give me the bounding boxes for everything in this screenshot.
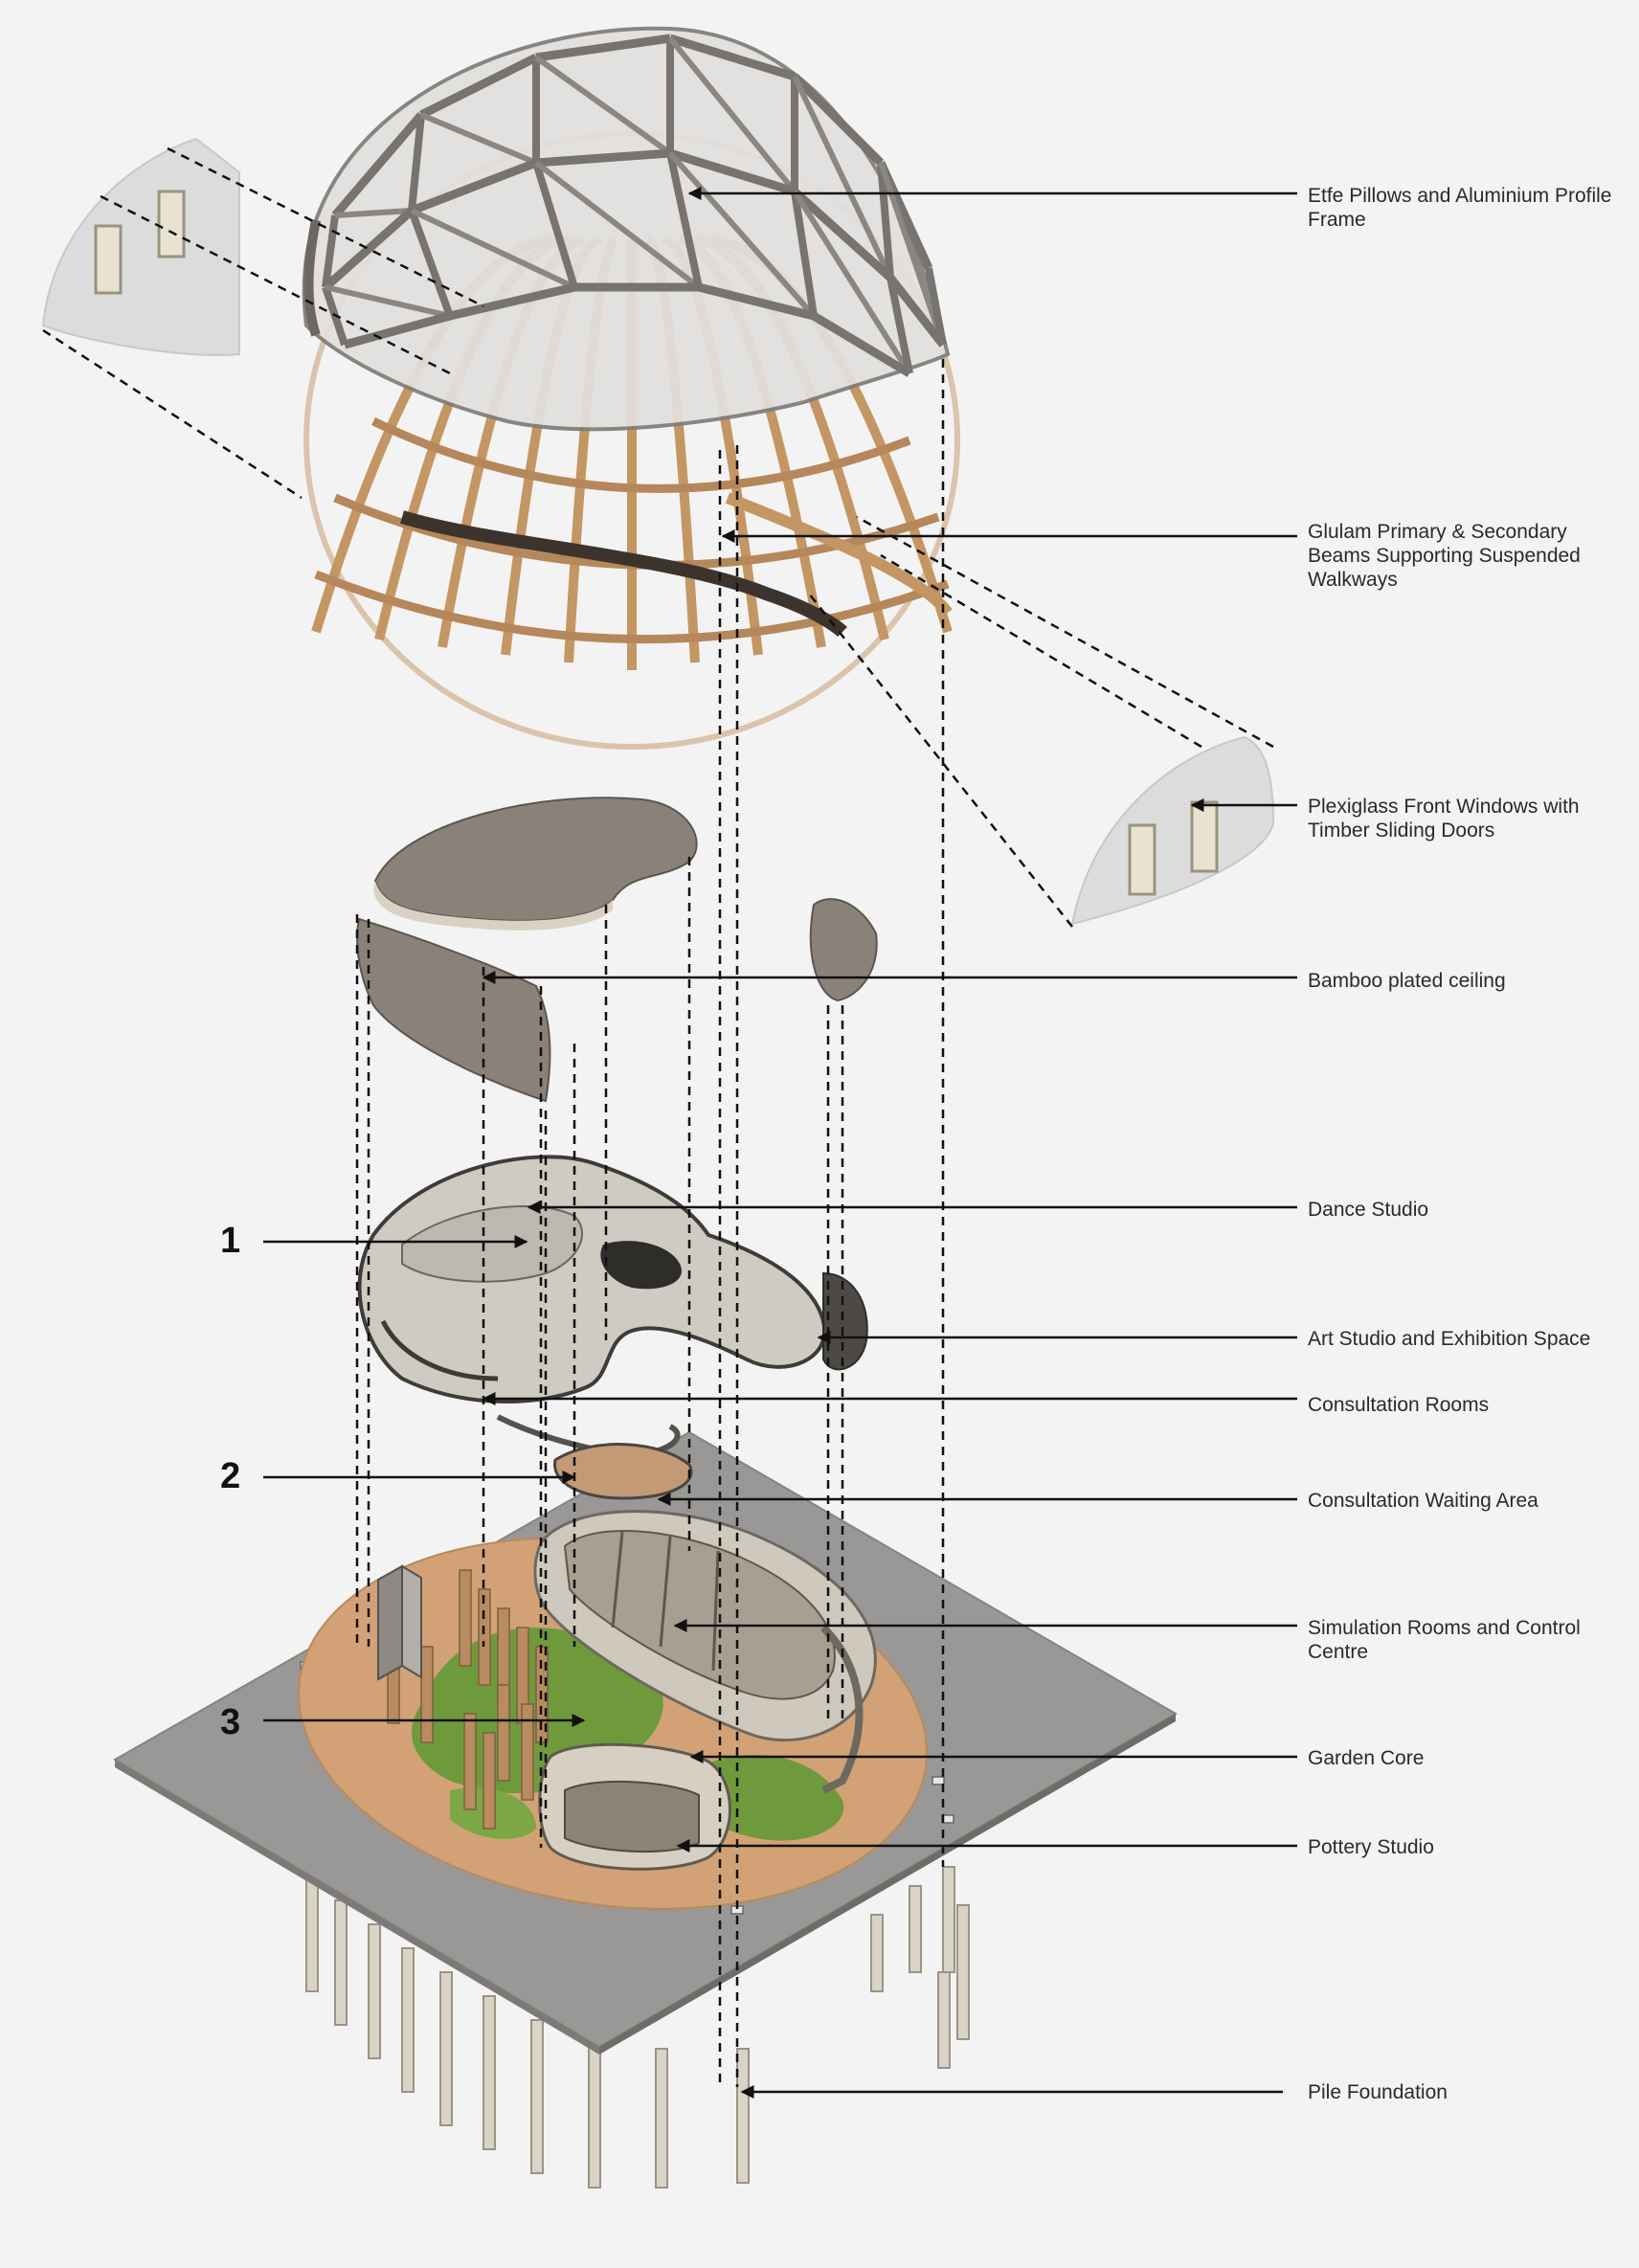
callout-etfe: Etfe Pillows and Aluminium Profile Frame bbox=[1308, 185, 1612, 231]
etfe-frame-member bbox=[410, 158, 538, 215]
pile bbox=[588, 2043, 601, 2189]
etfe-frame-member bbox=[666, 152, 703, 288]
projection-line bbox=[100, 194, 451, 375]
ground-column bbox=[521, 1703, 534, 1801]
ground-column bbox=[478, 1588, 491, 1686]
projection-line bbox=[808, 593, 1073, 928]
callout-consultation: Consultation Rooms bbox=[1308, 1394, 1490, 1416]
ground-column bbox=[497, 1684, 510, 1782]
pottery-studio-block bbox=[538, 1742, 731, 1871]
level-1-floor-plate bbox=[357, 1155, 868, 1459]
pile bbox=[530, 2019, 544, 2174]
gable-wall-rear bbox=[41, 137, 240, 356]
projection-lines bbox=[42, 146, 1274, 2087]
etfe-frame-member bbox=[408, 209, 454, 318]
callout-glulam: Glulam Primary & Secondary Beams Support… bbox=[1308, 521, 1581, 591]
etfe-frame-diagonal bbox=[792, 75, 893, 280]
etfe-frame-diagonal bbox=[534, 55, 672, 156]
pile bbox=[305, 1875, 319, 1992]
etfe-frame-member bbox=[535, 148, 671, 168]
pile bbox=[439, 1971, 453, 2126]
etfe-frame-member bbox=[408, 114, 425, 212]
etfe-frame-member bbox=[322, 214, 339, 288]
callout-pile: Pile Foundation bbox=[1308, 2081, 1448, 2103]
etfe-frame-member bbox=[887, 275, 947, 348]
glulam-ring-beam bbox=[314, 570, 950, 644]
etfe-frame-member bbox=[697, 282, 816, 321]
pile bbox=[655, 2048, 668, 2189]
etfe-frame-diagonal bbox=[534, 160, 701, 290]
pile-foundation-piles bbox=[305, 1866, 970, 2189]
glulam-ring-beam bbox=[371, 416, 911, 493]
projection-line bbox=[167, 146, 484, 308]
projection-line bbox=[856, 515, 1274, 749]
pile bbox=[870, 1914, 884, 1992]
level-number-1: 1 bbox=[220, 1221, 241, 1261]
etfe-frame-diagonal bbox=[334, 208, 413, 218]
etfe-frame-member bbox=[887, 277, 913, 374]
leader-lines bbox=[263, 187, 1297, 2099]
etfe-frame-member bbox=[668, 148, 797, 196]
etfe-frame-member bbox=[791, 191, 818, 317]
pile bbox=[483, 1995, 496, 2150]
pile bbox=[368, 1923, 381, 2059]
etfe-frame-diagonal bbox=[667, 151, 817, 318]
etfe-frame-member bbox=[535, 34, 671, 62]
pile bbox=[736, 2048, 750, 2184]
etfe-frame-diagonal bbox=[667, 36, 797, 193]
pile bbox=[334, 1899, 348, 2026]
etfe-frame-diagonal bbox=[325, 284, 451, 319]
etfe-frame-member bbox=[343, 311, 452, 349]
callout-bamboo: Bamboo plated ceiling bbox=[1308, 970, 1506, 992]
etfe-frame-diagonal bbox=[410, 208, 576, 290]
etfe-frame-member bbox=[877, 162, 894, 279]
etfe-frame-member bbox=[448, 282, 576, 321]
etfe-pillow-shell bbox=[302, 26, 951, 432]
callout-dance: Dance Studio bbox=[1308, 1199, 1429, 1221]
etfe-frame-member bbox=[668, 34, 797, 81]
level-number-3: 3 bbox=[220, 1702, 241, 1742]
etfe-frame-member bbox=[811, 312, 912, 377]
ground-column bbox=[463, 1713, 477, 1810]
ground-floor-left-walls bbox=[377, 1564, 422, 1681]
etfe-frame-diagonal bbox=[419, 112, 538, 166]
ground-column bbox=[483, 1732, 496, 1830]
etfe-frame-member bbox=[532, 161, 578, 289]
pile bbox=[942, 1866, 955, 1973]
callout-plexiglass: Plexiglass Front Windows with Timber Sli… bbox=[1308, 796, 1580, 842]
gable-wall-front bbox=[1070, 735, 1275, 926]
ground-column bbox=[459, 1569, 472, 1667]
callout-waiting: Consultation Waiting Area bbox=[1308, 1490, 1538, 1512]
callout-garden: Garden Core bbox=[1308, 1747, 1425, 1769]
suspended-walkway bbox=[399, 510, 847, 638]
etfe-frame-member bbox=[323, 207, 415, 291]
etfe-frame-diagonal bbox=[792, 190, 912, 375]
callout-simulation: Simulation Rooms and Control Centre bbox=[1308, 1617, 1581, 1663]
callout-pottery: Pottery Studio bbox=[1308, 1836, 1434, 1858]
level-number-2: 2 bbox=[220, 1456, 241, 1496]
pile bbox=[956, 1904, 970, 2040]
etfe-frame-member bbox=[418, 53, 539, 120]
callout-art: Art Studio and Exhibition Space bbox=[1308, 1328, 1591, 1350]
anchor-bolt bbox=[932, 1776, 945, 1785]
etfe-frame-member bbox=[331, 112, 425, 218]
pile bbox=[401, 1947, 415, 2093]
bamboo-ceiling bbox=[356, 797, 878, 1103]
glulam-front-arch bbox=[725, 492, 953, 617]
pile bbox=[937, 1971, 951, 2069]
etfe-frame-member bbox=[791, 188, 894, 281]
etfe-frame-member bbox=[791, 73, 885, 167]
projection-line bbox=[42, 328, 303, 500]
etfe-edge-rib bbox=[303, 219, 321, 337]
etfe-frame-member bbox=[925, 267, 947, 346]
pile bbox=[909, 1885, 922, 1973]
projection-line bbox=[880, 553, 1202, 749]
ground-column bbox=[420, 1646, 434, 1743]
